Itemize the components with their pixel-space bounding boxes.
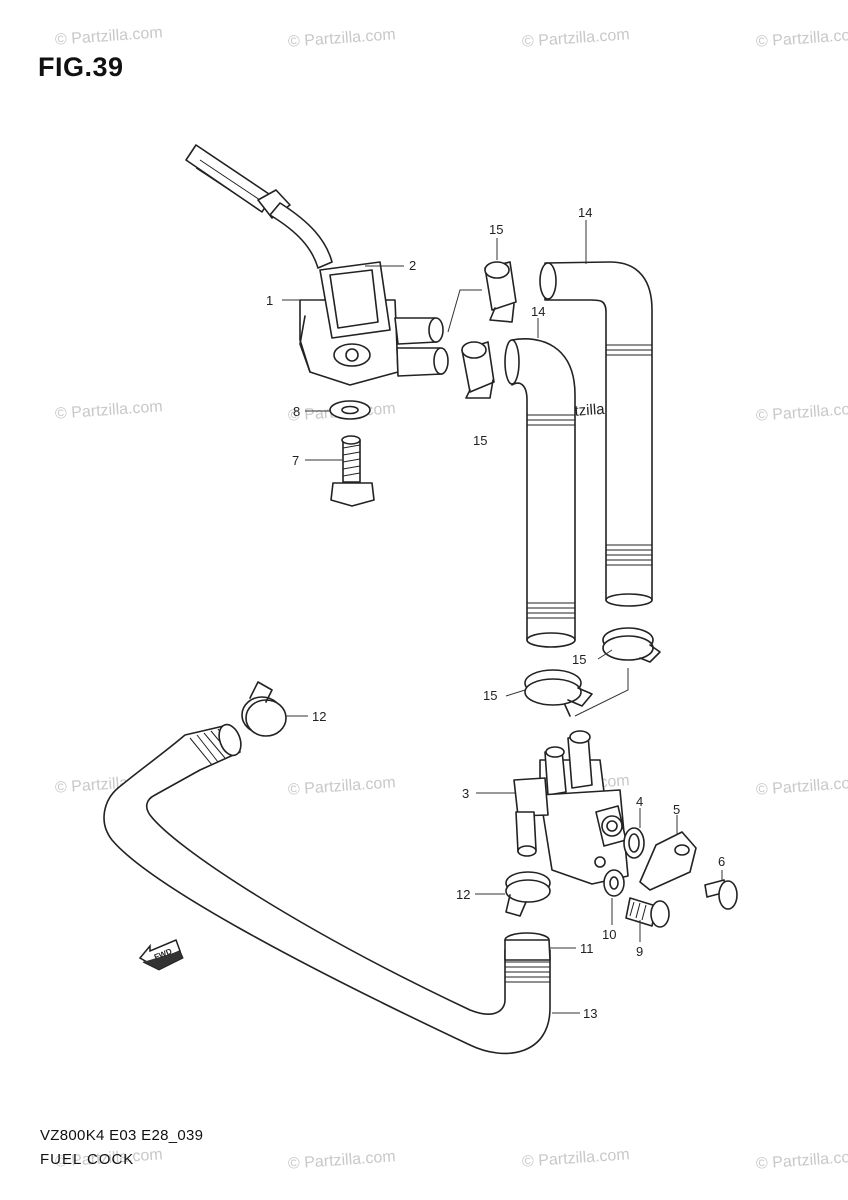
- washer-part-10: [603, 869, 625, 897]
- forward-arrow-icon: FWD: [138, 939, 184, 971]
- callout-14-left: 14: [531, 304, 545, 319]
- callout-5: 5: [673, 802, 680, 817]
- hose-clamp-lower-b: [524, 669, 593, 717]
- fuel-hose-13: [103, 723, 551, 1055]
- bolt-part-7: [330, 435, 375, 507]
- callout-9: 9: [636, 944, 643, 959]
- lower-fuel-cock-part-3: [513, 730, 629, 885]
- callout-12-upper: 12: [312, 709, 326, 724]
- hose-clamp-lower-a: [602, 627, 661, 663]
- callout-15-mid: 15: [473, 433, 487, 448]
- washer-part-8: [329, 400, 371, 420]
- callout-13: 13: [583, 1006, 597, 1021]
- callout-14-right: 14: [578, 205, 592, 220]
- hose-clamp-12-lower: [505, 871, 551, 917]
- callout-8: 8: [293, 404, 300, 419]
- callout-10: 10: [602, 927, 616, 942]
- model-code: VZ800K4 E03 E28_039: [40, 1127, 204, 1144]
- fuel-hose-14-right: [539, 261, 653, 607]
- callout-1: 1: [266, 293, 273, 308]
- callout-15-lower-right: 15: [572, 652, 586, 667]
- hose-clamp-12-upper: [241, 681, 287, 737]
- screw-part-6: [704, 879, 738, 910]
- callout-15-upper: 15: [489, 222, 503, 237]
- o-ring-part-4: [623, 827, 645, 859]
- hose-clamp-upper-b: [461, 341, 495, 399]
- callout-3: 3: [462, 786, 469, 801]
- bolt-part-9: [625, 897, 670, 928]
- callout-2: 2: [409, 258, 416, 273]
- callout-15-lower-left: 15: [483, 688, 497, 703]
- figure-title: FIG.39: [38, 52, 124, 82]
- callout-11: 11: [580, 941, 594, 956]
- fuel-hose-14-left: [504, 338, 576, 648]
- callout-6: 6: [718, 854, 725, 869]
- callout-4: 4: [636, 794, 643, 809]
- callout-12-lower: 12: [456, 887, 470, 902]
- hose-clamp-upper-a: [484, 261, 517, 323]
- figure-description: FUEL COCK: [40, 1151, 135, 1168]
- plate-part-5: [639, 831, 697, 891]
- upper-fuel-cock-assembly: [185, 144, 449, 386]
- callout-7: 7: [292, 453, 299, 468]
